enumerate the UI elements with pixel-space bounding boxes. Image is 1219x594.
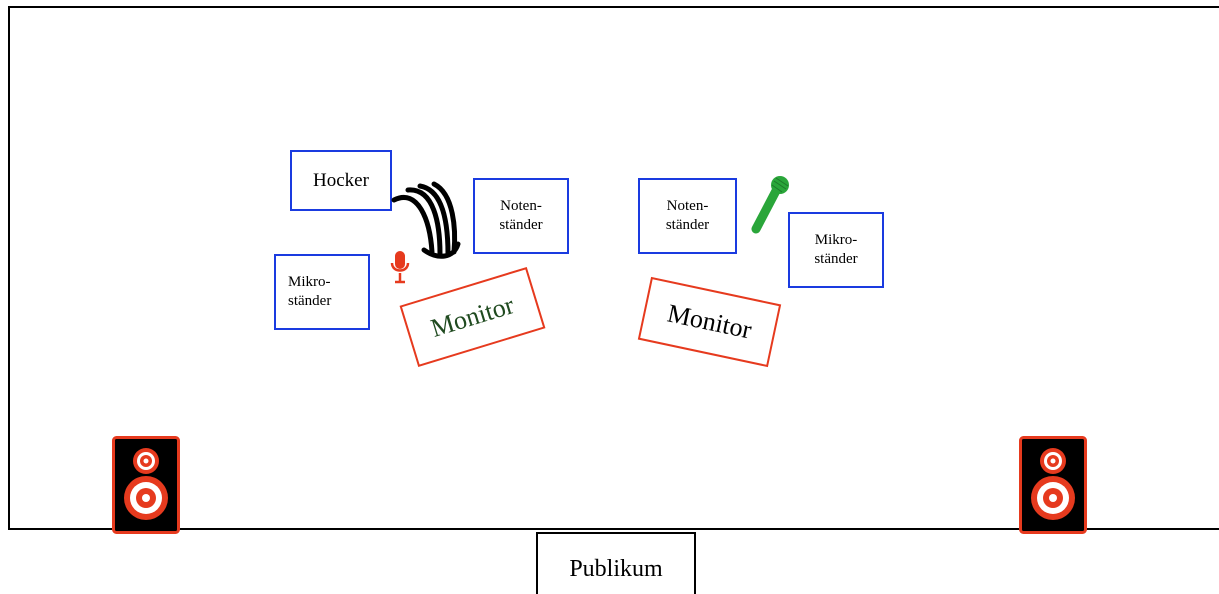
speaker-right-icon [1019, 436, 1087, 534]
notenstaender-right-box: Noten- ständer [638, 178, 737, 254]
microphone-icon [390, 251, 410, 284]
monitor-right-label: Monitor [664, 298, 755, 345]
notenstaender-left-label: Noten- ständer [499, 198, 543, 233]
notenstaender-right-label: Noten- ständer [665, 198, 710, 233]
handheld-microphone-icon [751, 176, 789, 234]
mikrostaender-left-box: Mikro- ständer [274, 254, 370, 330]
monitor-left-label: Monitor [427, 290, 518, 343]
harp-icon [391, 181, 461, 259]
mikrostaender-left-label: Mikro- ständer [288, 274, 332, 309]
publikum-label: Publikum [569, 555, 663, 582]
hocker-box: Hocker [290, 150, 392, 211]
hocker-label: Hocker [313, 169, 369, 191]
mikrostaender-right-label: Mikro- ständer [814, 232, 858, 267]
speaker-left-icon [112, 436, 180, 534]
publikum-box: Publikum [536, 532, 696, 594]
stage-area [8, 6, 1219, 530]
mikrostaender-right-box: Mikro- ständer [788, 212, 884, 288]
notenstaender-left-box: Noten- ständer [473, 178, 569, 254]
